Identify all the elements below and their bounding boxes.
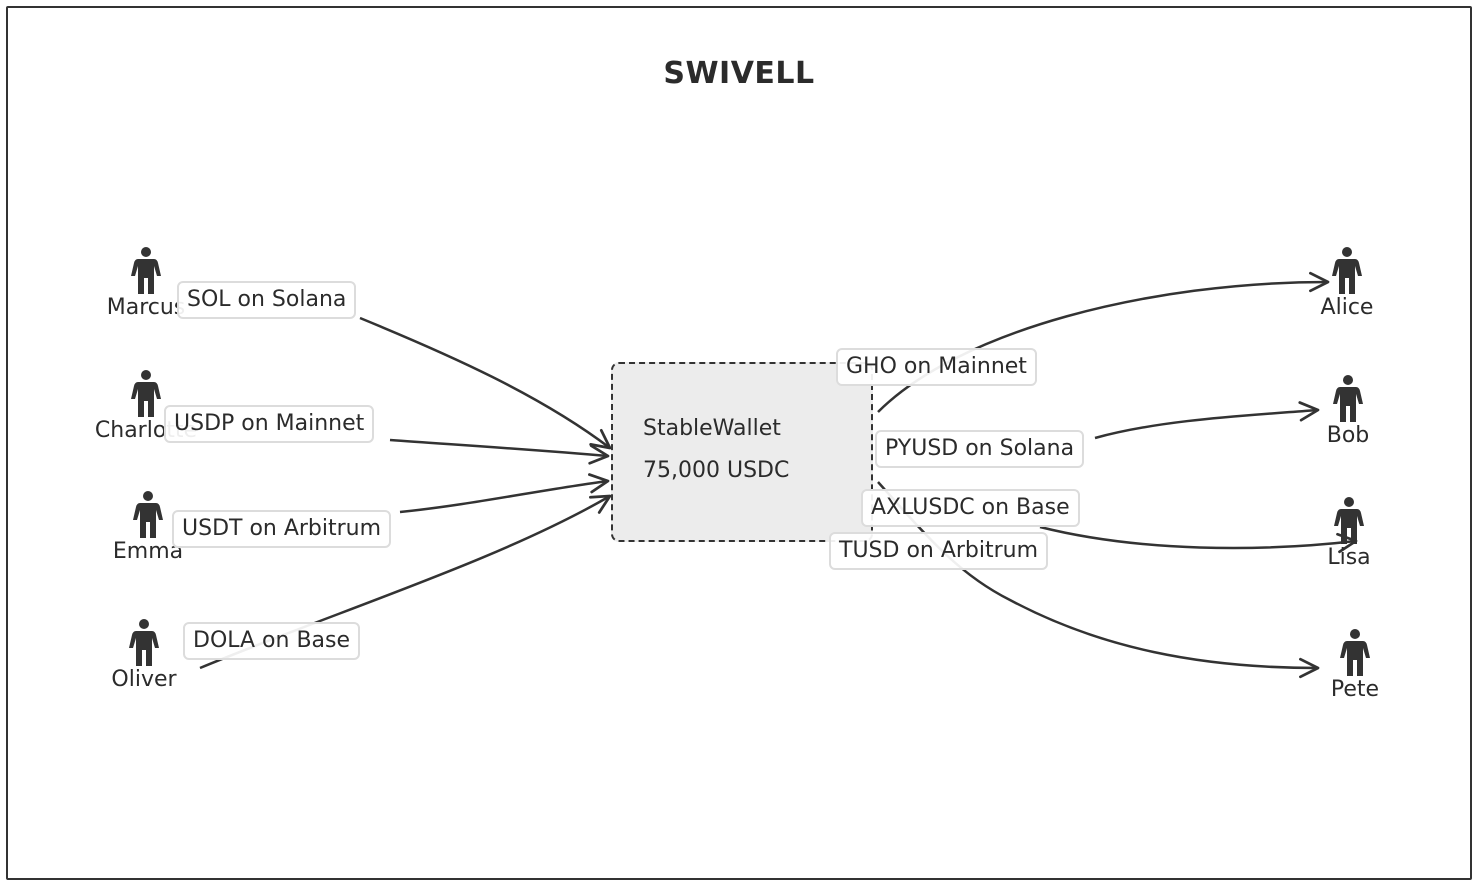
edge-wallet-alice: [877, 271, 1330, 413]
recipient-name: Alice: [1320, 295, 1374, 320]
person-icon: [133, 491, 163, 538]
recipient-name: Lisa: [1327, 545, 1371, 570]
recipient-lisa[interactable]: Lisa: [1289, 496, 1409, 570]
sender-emma[interactable]: Emma: [88, 490, 208, 564]
sender-name: Marcus: [106, 295, 186, 320]
edge-label-lisa[interactable]: AXLUSDC on Base: [861, 489, 1080, 527]
recipient-bob[interactable]: Bob: [1288, 374, 1408, 448]
edge-label-oliver[interactable]: DOLA on Base: [183, 622, 361, 660]
canvas-frame: [6, 6, 1472, 880]
person-icon: [131, 370, 161, 417]
sender-name: Oliver: [111, 667, 177, 692]
edge-label-marcus[interactable]: SOL on Solana: [177, 281, 357, 319]
recipient-pete[interactable]: Pete: [1295, 628, 1415, 702]
stable-wallet-node[interactable]: StableWallet 75,000 USDC: [611, 362, 873, 542]
edge-label-alice[interactable]: GHO on Mainnet: [836, 348, 1037, 386]
edge-emma-wallet: [399, 473, 610, 514]
recipient-name: Pete: [1330, 677, 1380, 702]
person-icon: [1332, 247, 1362, 294]
edge-label-bob[interactable]: PYUSD on Solana: [875, 430, 1085, 468]
diagram-title: SWIVELL: [663, 56, 815, 91]
sender-name: Emma: [112, 539, 184, 564]
edge-label-pete[interactable]: TUSD on Arbitrum: [829, 532, 1049, 570]
edge-charlotte-wallet: [389, 438, 610, 465]
edge-marcus-wallet: [359, 316, 612, 450]
person-icon: [131, 247, 161, 294]
person-icon: [1334, 497, 1364, 544]
edge-wallet-bob: [1094, 401, 1320, 440]
edge-label-charlotte[interactable]: USDP on Mainnet: [164, 405, 375, 443]
sender-oliver[interactable]: Oliver: [84, 618, 204, 692]
person-icon: [1333, 375, 1363, 422]
edge-label-emma[interactable]: USDT on Arbitrum: [172, 510, 392, 548]
recipient-name: Bob: [1326, 423, 1370, 448]
person-icon: [1340, 629, 1370, 676]
edge-wallet-lisa: [1039, 525, 1358, 554]
person-icon: [129, 619, 159, 666]
wallet-balance: 75,000 USDC: [643, 458, 790, 483]
recipient-alice[interactable]: Alice: [1287, 246, 1407, 320]
sender-marcus[interactable]: Marcus: [86, 246, 206, 320]
wallet-name: StableWallet: [643, 416, 781, 441]
